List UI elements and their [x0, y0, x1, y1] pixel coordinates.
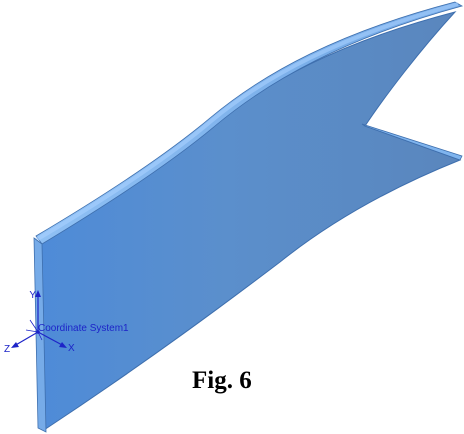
- part-top-edge[interactable]: [35, 1, 464, 245]
- z-axis-label: Z: [4, 344, 10, 355]
- y-axis-arrow-icon: [35, 290, 41, 297]
- figure-caption: Fig. 6: [192, 367, 252, 394]
- part-notch-edge: [361, 123, 463, 161]
- part-left-edge[interactable]: [33, 237, 47, 433]
- coordinate-system-label[interactable]: Coordinate System1: [38, 323, 129, 334]
- x-axis-arrow-icon: [59, 342, 67, 348]
- coordinate-system-triad[interactable]: Y X Z Coordinate System1: [4, 290, 129, 355]
- y-axis-label: Y: [29, 290, 36, 301]
- z-axis-arrow-icon: [11, 342, 19, 348]
- part-top-edge-band: [34, 2, 459, 242]
- x-axis-label: X: [68, 343, 75, 354]
